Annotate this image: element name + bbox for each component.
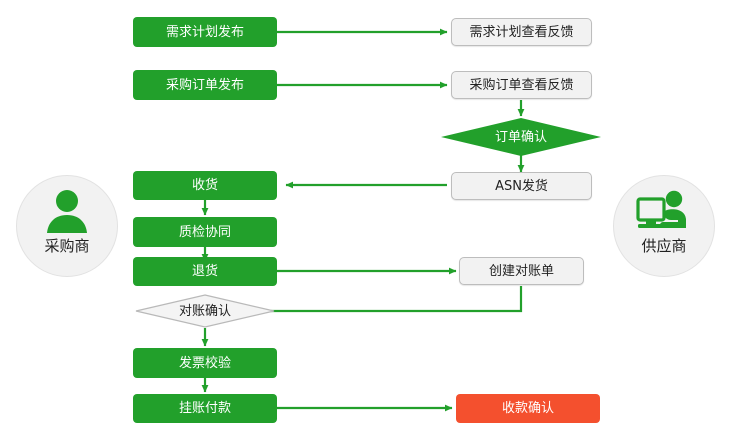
node-statement-confirm-label: 对账确认 xyxy=(178,303,231,319)
node-po-feedback[interactable]: 采购订单查看反馈 xyxy=(451,71,592,99)
edge-create-statement-to-statement-confirm xyxy=(213,286,523,315)
node-demand-plan-publish[interactable]: 需求计划发布 xyxy=(133,17,277,47)
node-receipt-confirm[interactable]: 收款确认 xyxy=(456,394,600,423)
node-po-publish[interactable]: 采购订单发布 xyxy=(133,70,277,100)
node-invoice-check[interactable]: 发票校验 xyxy=(133,348,277,378)
node-demand-plan-feedback[interactable]: 需求计划查看反馈 xyxy=(451,18,592,46)
node-order-confirm[interactable]: 订单确认 xyxy=(441,118,601,156)
actor-supplier-label: 供应商 xyxy=(641,237,687,255)
node-receiving[interactable]: 收货 xyxy=(133,171,277,200)
node-payable-payment[interactable]: 挂账付款 xyxy=(133,394,277,423)
actor-supplier[interactable]: 供应商 xyxy=(613,175,715,277)
node-qc-collaboration[interactable]: 质检协同 xyxy=(133,217,277,247)
node-asn-shipment[interactable]: ASN发货 xyxy=(451,172,592,200)
person-icon xyxy=(39,188,95,234)
node-statement-confirm[interactable]: 对账确认 xyxy=(135,294,275,328)
node-order-confirm-label: 订单确认 xyxy=(494,129,547,145)
actor-buyer-label: 采购商 xyxy=(44,237,90,255)
node-create-statement[interactable]: 创建对账单 xyxy=(459,257,584,285)
actor-buyer[interactable]: 采购商 xyxy=(16,175,118,277)
node-return-goods[interactable]: 退货 xyxy=(133,257,277,286)
person-at-computer-icon xyxy=(636,188,692,234)
